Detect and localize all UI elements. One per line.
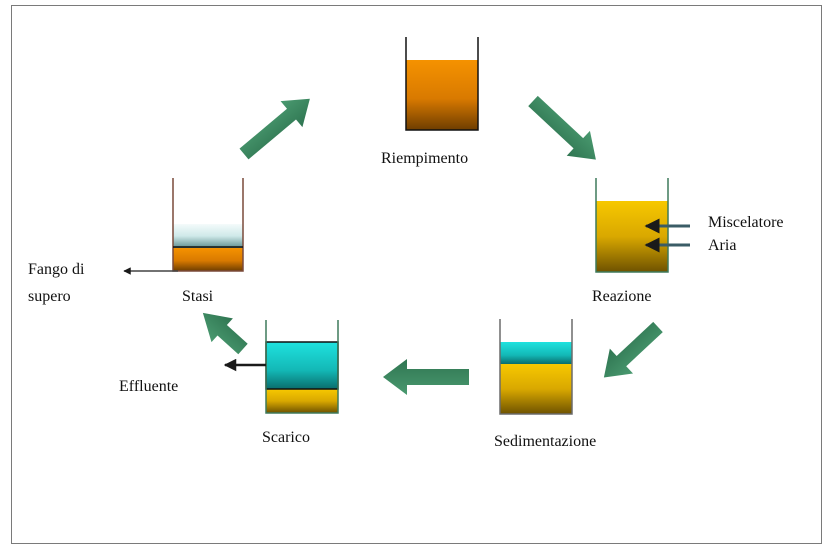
label-riempimento: Riempimento: [381, 150, 468, 167]
tank-sedimentazione: [499, 319, 573, 415]
cycle-arrow-reazione-sedimentazione: [603, 321, 663, 378]
cycle-arrow-sedimentazione-scarico: [383, 359, 469, 395]
cycle-arrow-riempimento-reazione: [528, 95, 596, 160]
tank-riempimento: [405, 37, 479, 131]
tank-reazione: [595, 178, 690, 273]
label-fango-line2: supero: [28, 288, 71, 305]
tank-scarico: [223, 320, 339, 414]
label-stasi: Stasi: [182, 288, 214, 305]
label-fango-line1: Fango di: [28, 261, 85, 278]
cycle-arrow-stasi-riempimento: [239, 98, 310, 160]
diagram-frame: [11, 5, 822, 544]
tank-stasi: [123, 178, 244, 275]
cycle-arrow-scarico-stasi: [202, 312, 248, 355]
label-scarico: Scarico: [262, 429, 310, 446]
label-aria: Aria: [708, 237, 736, 254]
label-miscelatore: Miscelatore: [708, 214, 784, 231]
label-effluente: Effluente: [119, 378, 178, 395]
label-reazione: Reazione: [592, 288, 652, 305]
label-sedimentazione: Sedimentazione: [494, 433, 596, 450]
